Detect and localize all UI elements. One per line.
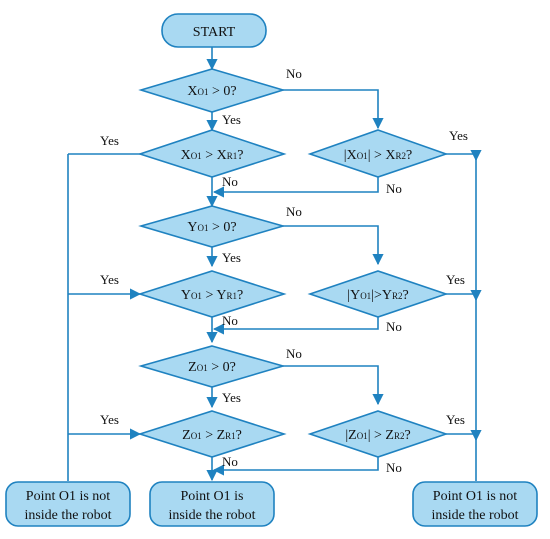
arrow-z-pos-no [283, 365, 384, 406]
decision-shape [137, 270, 287, 318]
decision-y-gt-r1: YO1 > YR1? [137, 270, 287, 318]
decision-shape [307, 410, 449, 458]
decision-x-pos: XO1 > 0? [138, 68, 286, 113]
arrow-y-pos-no [283, 225, 384, 266]
terminal-line-1: Point O1 is not [433, 489, 518, 504]
yes-label: Yes [100, 272, 119, 287]
no-label: No [286, 66, 302, 81]
start-shape [161, 13, 267, 48]
no-label: No [222, 174, 238, 189]
no-label: No [386, 319, 402, 334]
yes-label: Yes [222, 250, 241, 265]
yes-label: Yes [446, 272, 465, 287]
decision-abs-x-gt-r2: |XO1| > XR2? [307, 129, 449, 178]
terminal-right: Point O1 is not inside the robot [412, 481, 538, 527]
connectors [67, 47, 482, 482]
decision-z-pos: ZO1 > 0? [138, 345, 286, 388]
start-label: START [193, 25, 236, 40]
yes-label: Yes [446, 412, 465, 427]
yes-label: Yes [100, 133, 119, 148]
no-label: No [386, 460, 402, 475]
terminal-center: Point O1 is inside the robot [149, 481, 275, 527]
decision-x-gt-r1: XO1 > XR1? [137, 129, 287, 178]
decision-text: XO1 > XR1? [181, 148, 244, 163]
edge-labels: No Yes Yes Yes No No No Yes Yes Yes No N… [100, 66, 468, 475]
arrow-abs-x-no [212, 177, 379, 198]
decision-text: |ZO1| > ZR2? [345, 428, 410, 443]
yes-label: Yes [449, 128, 468, 143]
decision-shape [138, 205, 286, 248]
arrow-abs-z-yes [446, 429, 482, 442]
decision-shape [307, 129, 449, 178]
arrow-abs-x-yes [446, 149, 482, 162]
no-label: No [222, 313, 238, 328]
terminal-line-1: Point O1 is [180, 489, 243, 504]
terminal-left: Point O1 is not inside the robot [5, 481, 131, 527]
terminal-line-2: inside the robot [24, 508, 111, 523]
decision-shape [137, 129, 287, 178]
decision-shape [138, 345, 286, 388]
no-label: No [222, 454, 238, 469]
terminal-shape [5, 481, 131, 527]
terminal-line-2: inside the robot [168, 508, 255, 523]
no-label: No [286, 346, 302, 361]
arrow-abs-y-no [212, 317, 379, 335]
decision-z-gt-r1: ZO1 > ZR1? [137, 410, 287, 458]
decision-text: XO1 > 0? [187, 84, 236, 99]
yes-label: Yes [222, 112, 241, 127]
decision-shape [138, 68, 286, 113]
decision-text: |YO1|>YR2? [347, 288, 408, 303]
decision-shape [137, 410, 287, 458]
no-label: No [386, 181, 402, 196]
start-node: START [161, 13, 267, 48]
decision-abs-y-gt-r2: |YO1|>YR2? [307, 270, 449, 318]
decision-text: YO1 > 0? [187, 220, 236, 235]
terminal-line-2: inside the robot [431, 508, 518, 523]
yes-label: Yes [222, 390, 241, 405]
decision-text: YO1 > YR1? [181, 288, 243, 303]
yes-label: Yes [100, 412, 119, 427]
decision-text: ZO1 > ZR1? [182, 428, 242, 443]
arrow-abs-z-no [212, 457, 379, 476]
terminal-shape [149, 481, 275, 527]
decision-shape [307, 270, 449, 318]
decision-abs-z-gt-r2: |ZO1| > ZR2? [307, 410, 449, 458]
decision-text: |XO1| > XR2? [344, 148, 412, 163]
arrow-abs-y-yes [446, 289, 482, 302]
terminal-line-1: Point O1 is not [26, 489, 111, 504]
decision-text: ZO1 > 0? [188, 360, 236, 375]
no-label: No [286, 204, 302, 219]
arrow-x-pos-no [283, 89, 384, 130]
decision-y-pos: YO1 > 0? [138, 205, 286, 248]
terminal-shape [412, 481, 538, 527]
